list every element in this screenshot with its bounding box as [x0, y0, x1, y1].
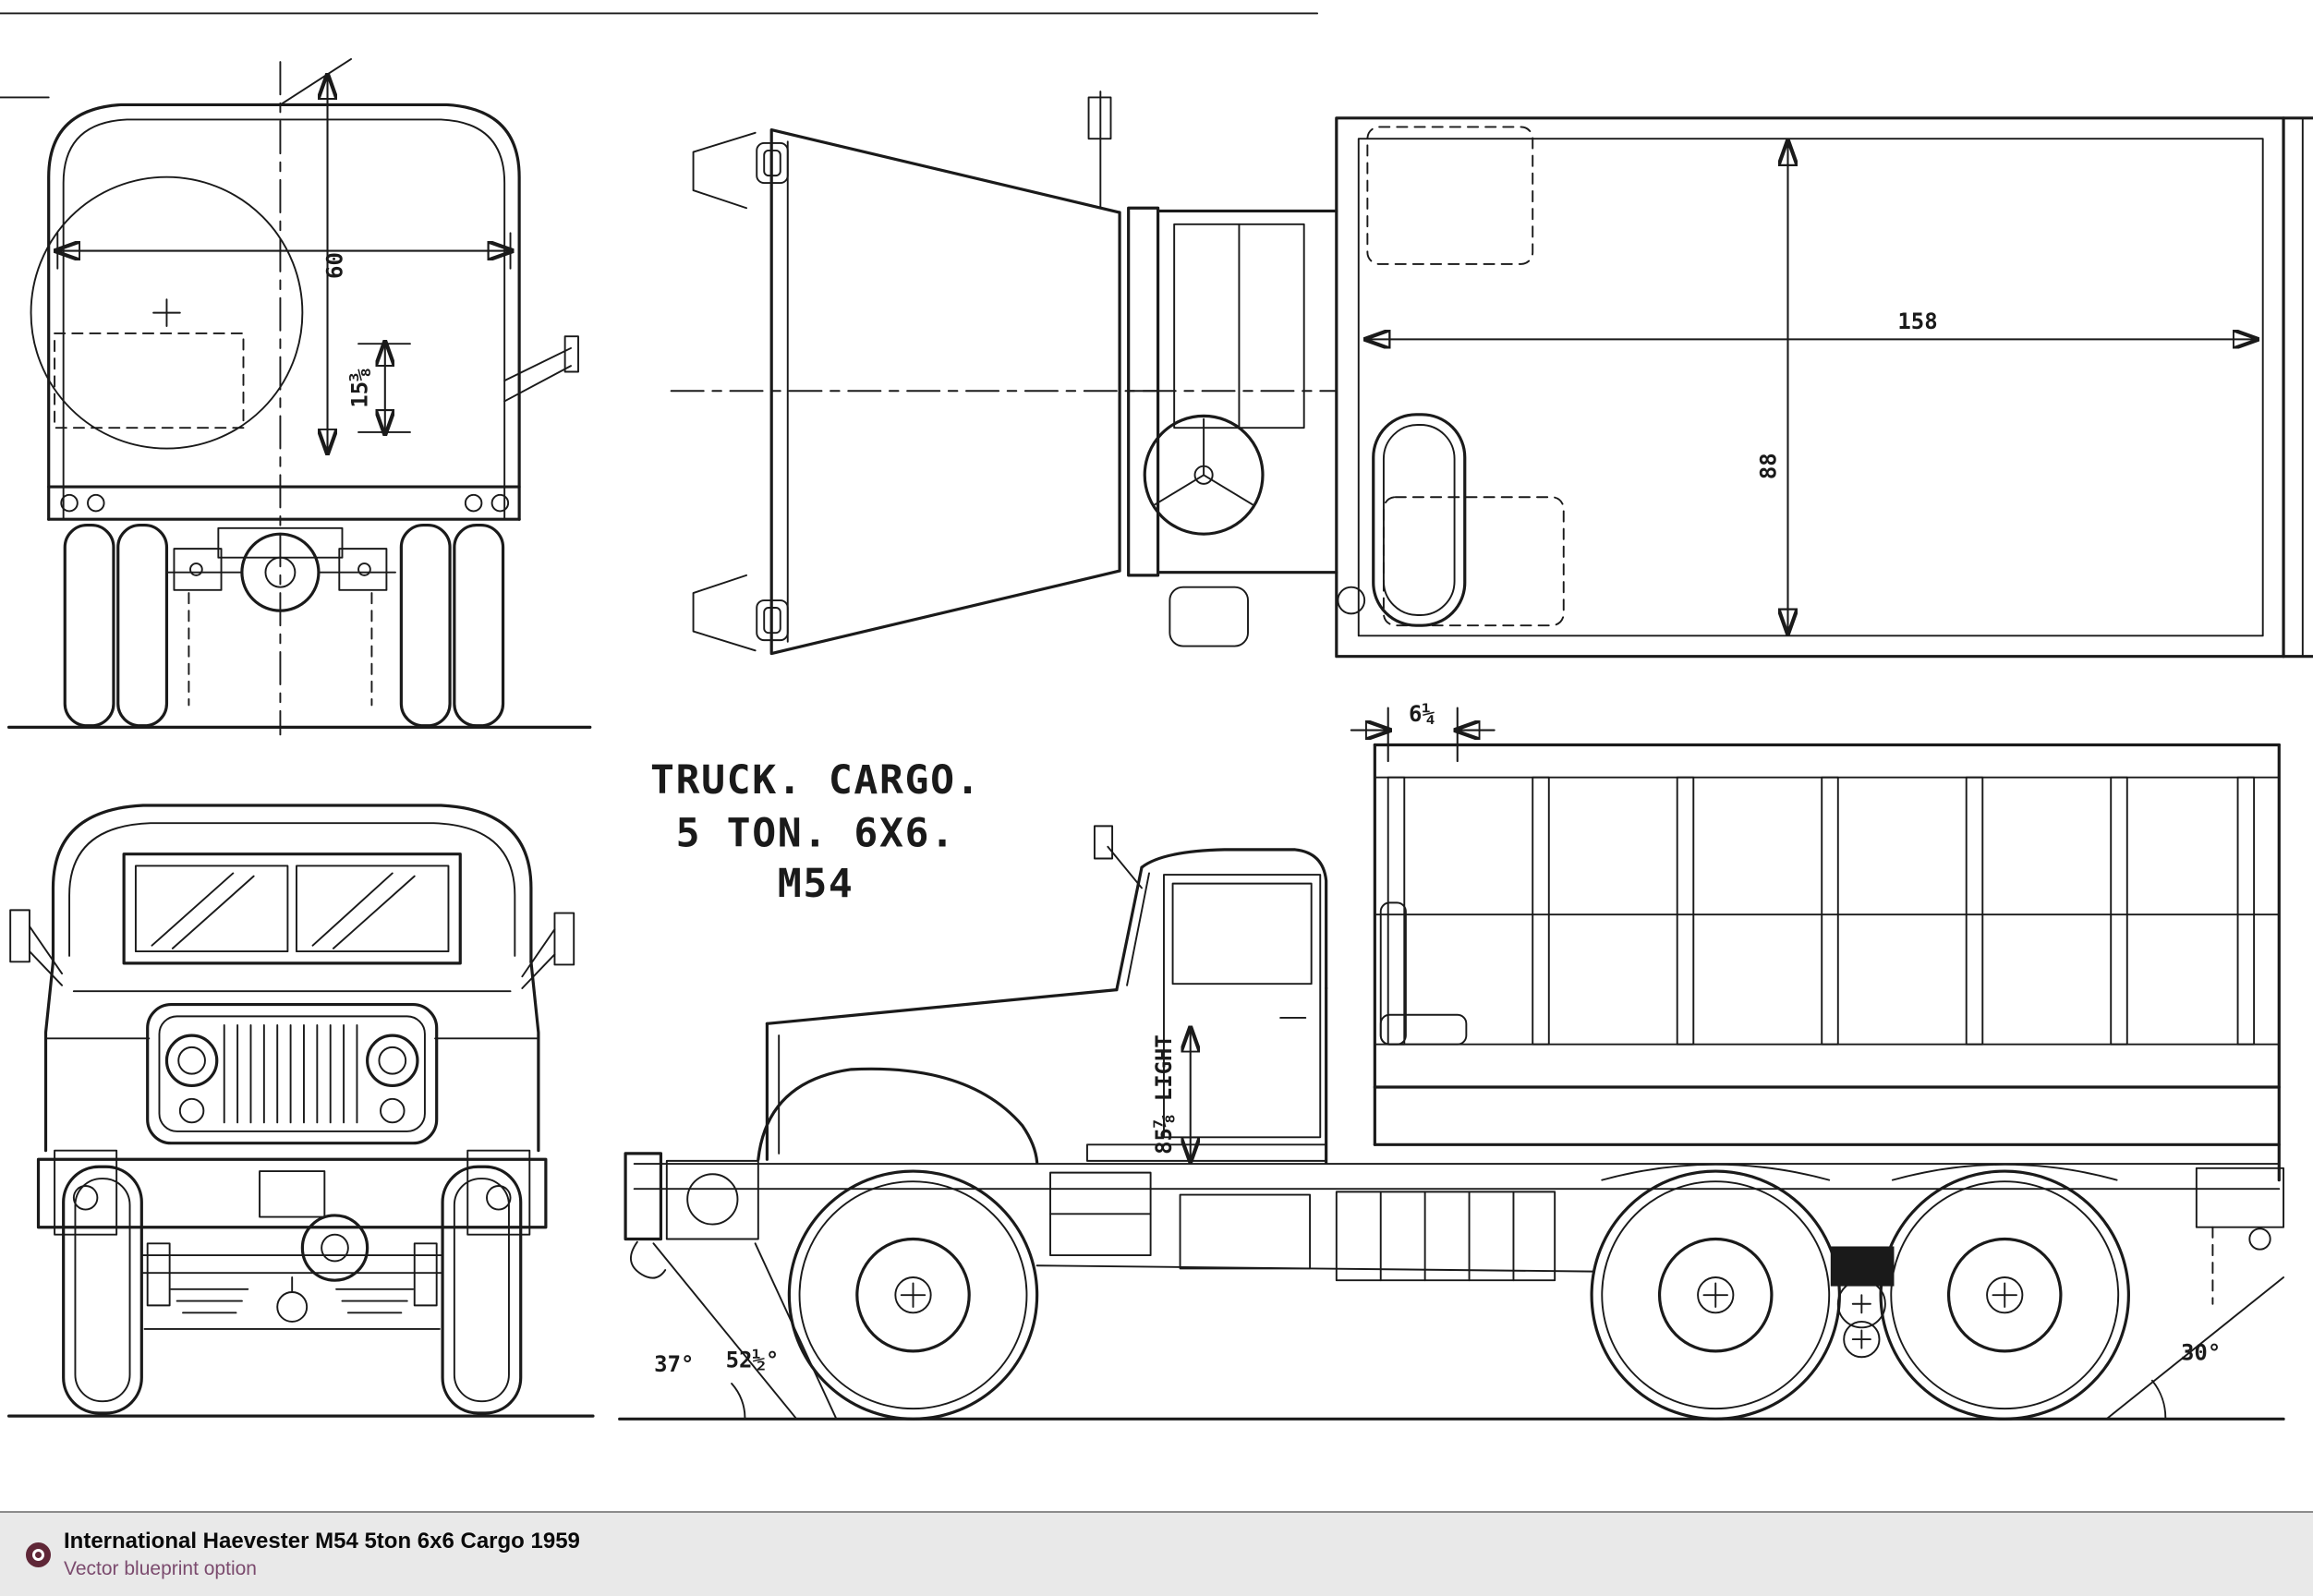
dim-rear-height-label: 60: [321, 252, 347, 279]
angle-rear-label: 30°: [2181, 1339, 2221, 1365]
side-view-drawing: 6¼ 85⅞ LIGHT: [618, 701, 2285, 1421]
title-line-3: M54: [778, 861, 854, 907]
caption-title: International Haevester M54 5ton 6x6 Car…: [64, 1529, 580, 1554]
rear-wheel: [63, 523, 115, 728]
bullet-icon: [26, 1542, 51, 1567]
windshield: [122, 852, 462, 965]
side-front-wheel: [787, 1169, 1039, 1421]
rear-wheel-2: [1879, 1169, 2130, 1421]
caption-subtitle-link[interactable]: Vector blueprint option: [64, 1557, 257, 1579]
cargo-bed-plan: [1335, 116, 2285, 659]
blueprint-canvas: 60 15⅜: [0, 12, 2313, 1421]
dim-bed-length-label: 158: [1897, 308, 1937, 334]
dim-bed-width-label: 88: [1756, 453, 1782, 479]
rear-mirror: [563, 335, 579, 373]
cab-mirror-top: [1087, 96, 1112, 140]
right-headlight: [366, 1034, 419, 1088]
front-view-drawing: [6, 804, 595, 1418]
plan-view-drawing: 158 88: [670, 91, 2313, 659]
caption-bar: International Haevester M54 5ton 6x6 Car…: [0, 1511, 2313, 1596]
title-line-1: TRUCK. CARGO.: [650, 757, 981, 804]
grille: [146, 1002, 439, 1145]
title-block: TRUCK. CARGO. 5 TON. 6X6. M54: [650, 757, 981, 907]
dim-cab-bed-gap-label: 6¼: [1409, 701, 1435, 727]
title-line-2: 5 TON. 6X6.: [676, 811, 956, 857]
front-wheel-right: [441, 1165, 523, 1415]
front-bumper: [36, 1157, 548, 1229]
spare-tire-plan: [1372, 413, 1467, 627]
angle-front-a-label: 37°: [654, 1351, 694, 1377]
dim-height-light-label: 85⅞ LIGHT: [1151, 1034, 1177, 1155]
angle-front-b-label: 52½°: [726, 1347, 780, 1372]
dim-rear-mirror-label: 15⅜: [347, 368, 373, 407]
fuel-tank: [1335, 1191, 1556, 1282]
front-wheel-left: [62, 1165, 143, 1415]
left-mirror: [9, 909, 30, 963]
side-mirror: [1093, 825, 1114, 860]
cab-door: [1163, 874, 1322, 1139]
left-headlight: [164, 1034, 219, 1088]
spare-tire-circle: [30, 175, 304, 450]
front-differential: [300, 1214, 369, 1282]
winch: [686, 1173, 739, 1226]
tail-light: [2248, 1227, 2271, 1251]
rear-view-drawing: 60 15⅜: [0, 57, 592, 736]
right-mirror: [553, 912, 575, 966]
steering-wheel: [1143, 414, 1265, 536]
